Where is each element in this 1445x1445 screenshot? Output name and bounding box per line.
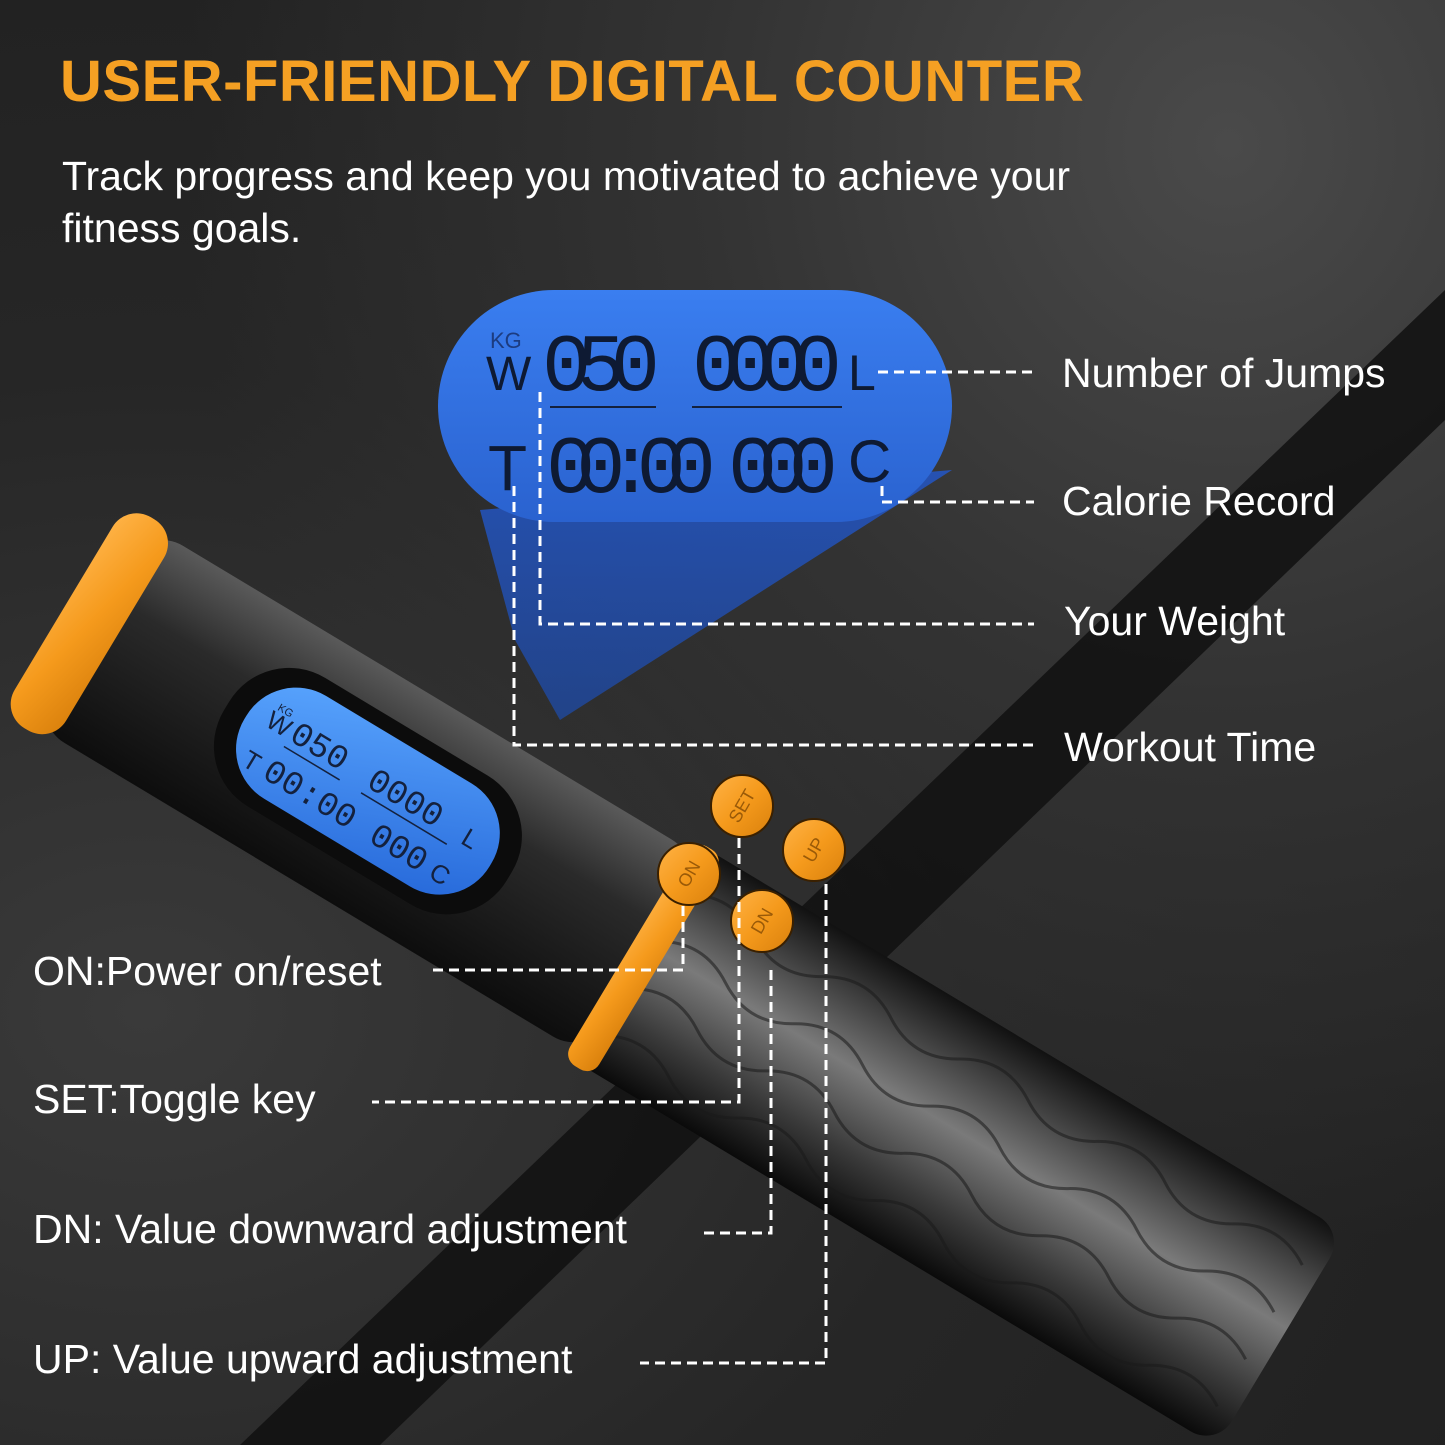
lcd-jumps-suffix: L [848,345,876,401]
dn-button[interactable]: DN [730,889,794,953]
callout-number-of-jumps: Number of Jumps [1062,350,1386,396]
callout-up-button: UP: Value upward adjustment [33,1336,573,1382]
up-button[interactable]: UP [782,818,846,882]
set-button[interactable]: SET [710,774,774,838]
callout-your-weight: Your Weight [1064,598,1286,644]
leader-set [372,838,741,1104]
lcd-weight-value: 050 [542,322,660,415]
small-lcd-screen [236,687,500,895]
callout-workout-time: Workout Time [1064,724,1317,770]
page-title: USER-FRIENDLY DIGITAL COUNTER [60,49,1085,114]
lcd-time-prefix: T [488,432,527,504]
lcd-weight-prefix: W [486,348,532,401]
grip-texture [600,892,1304,1408]
callout-dn-button: DN: Value downward adjustment [33,1206,628,1252]
lcd-time-value: 00:00 [546,424,716,517]
leader-on [432,906,685,972]
callout-set-button: SET:Toggle key [33,1076,316,1122]
lcd-weight-unit: KG [490,328,522,353]
background-diagonal-band [240,290,1445,1445]
enlarged-lcd: KG W 050 0000 L T 00:00 000 C [438,290,952,522]
leader-calorie [880,486,1034,504]
callout-calorie-record: Calorie Record [1062,478,1336,524]
on-button[interactable]: ON [657,842,721,906]
page-subtitle: Track progress and keep you motivated to… [62,153,1071,251]
callout-on-button: ON:Power on/reset [33,948,382,994]
handle-body: KG W 050 0000 L T 00:00 000 C [10,513,1335,1436]
leader-lines [372,370,1034,1365]
orange-end-cap [10,513,168,735]
leader-time [512,486,1034,747]
control-buttons: ON SET DN UP [657,774,846,953]
leader-weight [538,392,1034,626]
lcd-jumps-value: 0000 [692,322,842,415]
lcd-calorie-value: 000 [728,424,838,517]
leader-dn [700,970,773,1235]
lcd-calorie-suffix: C [848,428,891,495]
textured-grip [576,852,1335,1436]
magnify-beam [480,470,952,720]
